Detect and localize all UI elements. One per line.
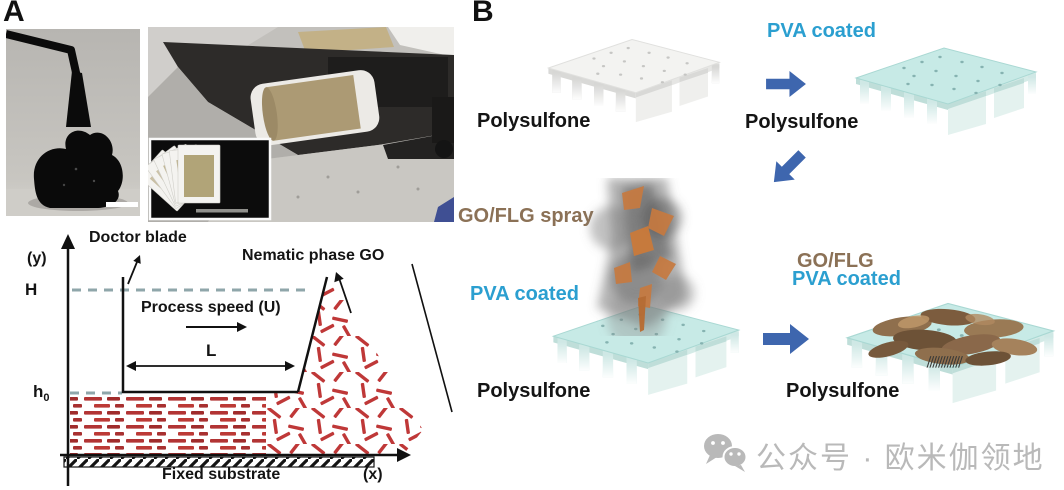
fixed-substrate-label: Fixed substrate	[162, 466, 281, 483]
step4-pva-coated-label: PVA coated	[792, 268, 901, 290]
L-label: L	[206, 341, 217, 360]
nematic-pointer-arrow	[338, 277, 352, 314]
goflg-layer	[868, 308, 1038, 368]
step2-pva-coated-label: PVA coated	[767, 20, 876, 42]
x-axis-label: (x)	[363, 466, 383, 483]
step4-goflg-label: GO/FLG	[797, 250, 874, 272]
scale-bar	[106, 202, 138, 207]
meniscus-line	[296, 276, 329, 393]
go-paste-photo	[5, 29, 140, 221]
step4-polysulfone-label: Polysulfone	[786, 380, 900, 402]
membrane-samples-inset	[138, 137, 272, 221]
x-axis-arrowhead	[397, 448, 411, 462]
aligned-go-flakes	[70, 395, 266, 455]
coating-roller	[250, 70, 380, 146]
step1-polysulfone-label: Polysulfone	[477, 110, 591, 132]
watermark-text: 公众号 · 欧米伽领地	[756, 442, 1045, 475]
doctor-blade-outline	[121, 277, 298, 394]
step3-goflg-spray-label: GO/FLG spray	[458, 205, 594, 227]
polysulfone-block-pva	[836, 38, 1052, 143]
H-label: H	[25, 280, 38, 299]
panel-b-label: B	[472, 0, 494, 28]
doctor-blade-pointer	[127, 261, 138, 285]
arrow-right-icon	[763, 324, 809, 359]
panel-a-label: A	[3, 0, 25, 28]
step2-polysulfone-label: Polysulfone	[745, 111, 859, 133]
doctor-blade-schematic	[0, 228, 462, 490]
nematic-phase-label: Nematic phase GO	[242, 247, 385, 264]
nematic-pointer-line	[411, 263, 453, 413]
arrow-right-icon	[765, 71, 807, 102]
process-speed-label: Process speed (U)	[141, 299, 281, 316]
spray-cloud	[552, 178, 717, 348]
wechat-icon	[702, 432, 750, 479]
go-flg-flakes	[614, 186, 676, 332]
y-axis-arrowhead	[61, 234, 75, 249]
y-axis-label: (y)	[27, 250, 47, 267]
arrow-down-left-icon	[764, 144, 812, 193]
substrate-hatch	[63, 456, 375, 468]
step3-polysulfone-label: Polysulfone	[477, 380, 591, 402]
comb-texture	[926, 356, 963, 368]
h0-label: h0	[33, 382, 50, 404]
polysulfone-block-final	[833, 292, 1063, 415]
coating-machine-photo	[138, 27, 454, 227]
random-go-flakes	[266, 280, 423, 455]
doctor-blade-label: Doctor blade	[89, 229, 187, 246]
step3-pva-coated-label: PVA coated	[470, 283, 579, 305]
